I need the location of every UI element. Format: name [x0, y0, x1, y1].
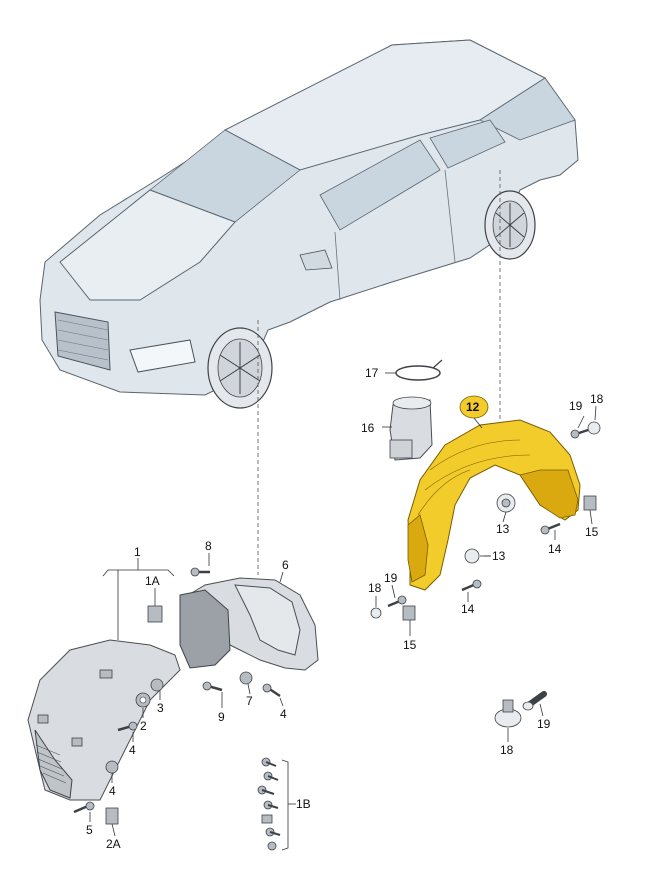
label-part-12-badge: [459, 395, 489, 419]
clip-15b: [402, 605, 416, 621]
screw-8: [190, 567, 210, 577]
label-part-4-front-a: 4: [129, 743, 136, 757]
clip-15a: [583, 495, 597, 511]
label-part-8: 8: [205, 539, 212, 553]
screw-14b: [461, 579, 482, 592]
label-part-19-a: 19: [569, 399, 583, 413]
label-part-19-b: 19: [384, 571, 398, 585]
bolt-9: [202, 681, 223, 692]
label-part-1a: 1A: [145, 574, 160, 588]
label-part-4-front-b: 4: [109, 784, 116, 798]
label-part-5: 5: [86, 823, 93, 837]
nut-7: [239, 671, 253, 685]
label-part-2a: 2A: [106, 837, 121, 851]
front-wheel-liner-part-1: [27, 639, 181, 801]
screw-14a: [540, 522, 561, 535]
screw-3: [150, 678, 164, 692]
screw-4a: [117, 721, 138, 732]
nut-2: [135, 692, 151, 708]
label-part-19-c: 19: [537, 717, 551, 731]
label-part-15-b: 15: [403, 638, 417, 652]
label-part-17: 17: [365, 366, 379, 380]
label-part-16: 16: [361, 421, 375, 435]
label-part-12: 12: [466, 400, 480, 414]
screw-4b: [105, 760, 119, 774]
bolt-19c: [522, 691, 547, 711]
label-part-3: 3: [157, 701, 164, 715]
label-part-9: 9: [218, 710, 225, 724]
screw-5: [73, 801, 95, 814]
hardware-kit-1b: [257, 757, 281, 851]
seal-ring-part-17: [395, 359, 443, 381]
label-part-1: 1: [134, 545, 141, 559]
grommet-13a: [496, 493, 516, 513]
label-part-6: 6: [282, 558, 289, 572]
label-part-15-a: 15: [585, 525, 599, 539]
part-labels: 1 1A 1B 2 2A 3 4 4 5 6 7 8 9 4 12 13 13 …: [86, 366, 604, 851]
filler-housing-part-16: [389, 396, 433, 461]
label-part-13-b: 13: [492, 549, 506, 563]
plug-18c: [494, 699, 522, 728]
label-part-18-b: 18: [368, 581, 382, 595]
leader-lines: [89, 372, 597, 851]
front-wheel-liner-part-6: [179, 577, 319, 671]
car-illustration: [39, 39, 579, 409]
bolt-19a: [570, 428, 589, 439]
label-part-1b: 1B: [296, 797, 311, 811]
screw-4c: [262, 683, 281, 698]
label-part-2: 2: [140, 719, 147, 733]
label-part-4-front-c: 4: [280, 707, 287, 721]
label-part-14-a: 14: [548, 542, 562, 556]
label-part-18-a: 18: [590, 392, 604, 406]
grommet-13b: [464, 548, 480, 564]
label-part-13-a: 13: [496, 522, 510, 536]
plug-18b: [370, 607, 382, 619]
label-part-14-b: 14: [461, 602, 475, 616]
label-part-7: 7: [246, 694, 253, 708]
plug-18a: [587, 421, 601, 435]
rear-wheel-liner-part-12: [407, 419, 581, 591]
clip-1a: [147, 605, 163, 623]
clip-2a: [105, 807, 119, 825]
label-part-18-c: 18: [500, 743, 514, 757]
bolt-19b: [387, 595, 407, 608]
